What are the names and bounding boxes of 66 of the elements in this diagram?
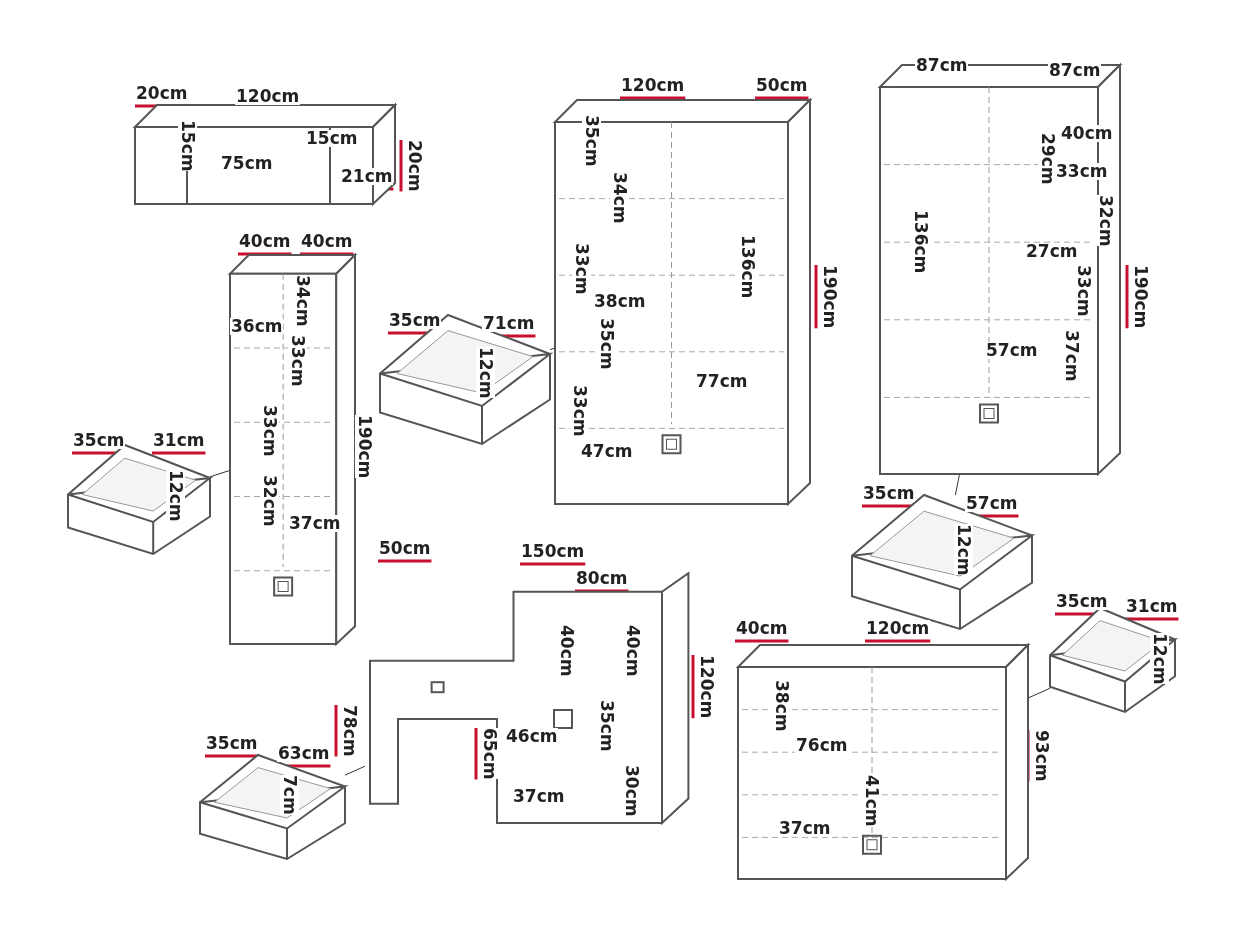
dimension-label: 35cm <box>1055 593 1109 610</box>
dimension-label: 34cm <box>610 172 629 224</box>
dimension-label: 21cm <box>340 168 394 185</box>
wardrobe-drawing <box>555 100 810 505</box>
dimension-label: 12cm <box>1150 633 1169 685</box>
dimension-label: 46cm <box>505 728 559 745</box>
dimension-label: 63cm <box>277 745 331 762</box>
dimension-label: 120cm <box>620 77 686 94</box>
dimension-label: 47cm <box>580 443 634 460</box>
dimension-label: 36cm <box>230 318 284 335</box>
dimension-label: 35cm <box>72 432 126 449</box>
dimension-label: 7cm <box>280 775 299 815</box>
dimension-label: 12cm <box>476 347 495 399</box>
dimension-label: 50cm <box>755 77 809 94</box>
dimension-label: 12cm <box>166 470 185 522</box>
dimension-label: 40cm <box>238 233 292 250</box>
dimension-label: 27cm <box>1025 243 1079 260</box>
dimension-label: 15cm <box>178 120 197 172</box>
dimension-label: 31cm <box>152 432 206 449</box>
leader-line <box>954 474 960 496</box>
dimension-label: 120cm <box>235 88 301 105</box>
chest-of-drawers-drawing <box>738 645 1028 880</box>
dimension-label: 35cm <box>582 115 601 167</box>
dimension-label: 40cm <box>300 233 354 250</box>
dimension-label: 12cm <box>954 524 973 576</box>
dimension-label: 75cm <box>220 155 274 172</box>
dimension-label: 77cm <box>695 373 749 390</box>
dimension-label: 35cm <box>862 485 916 502</box>
dimension-label: 35cm <box>205 735 259 752</box>
dimension-label: 33cm <box>1055 163 1109 180</box>
dimension-label: 87cm <box>915 57 969 74</box>
dimension-label: 31cm <box>1125 598 1179 615</box>
dimension-label: 35cm <box>388 312 442 329</box>
dimension-label: 57cm <box>965 495 1019 512</box>
dimension-label: 40cm <box>735 620 789 637</box>
dimension-label: 20cm <box>135 85 189 102</box>
dimension-label: 29cm <box>1038 133 1057 185</box>
dimension-label: 190cm <box>355 415 374 479</box>
dimension-label: 32cm <box>1096 195 1115 247</box>
dimension-label: 33cm <box>570 385 589 437</box>
dimension-label: 38cm <box>593 293 647 310</box>
dimension-label: 33cm <box>572 243 591 295</box>
dimension-label: 120cm <box>865 620 931 637</box>
dimension-label: 71cm <box>482 315 536 332</box>
dimension-label: 37cm <box>288 515 342 532</box>
wall-shelf-drawing <box>135 105 395 205</box>
dimension-label: 37cm <box>512 788 566 805</box>
leader-line <box>209 469 231 478</box>
leader-line <box>549 347 556 351</box>
dimension-label: 136cm <box>738 235 757 299</box>
leader-line <box>344 765 366 776</box>
dimension-label: 57cm <box>985 342 1039 359</box>
dimension-label: 37cm <box>778 820 832 837</box>
dimension-label: 50cm <box>378 540 432 557</box>
dimension-label: 33cm <box>288 335 307 387</box>
dimension-label: 150cm <box>520 543 586 560</box>
dimension-label: 41cm <box>862 775 881 827</box>
dimension-label: 40cm <box>1060 125 1114 142</box>
bookcase-drawing <box>230 255 355 645</box>
dimension-label: 136cm <box>911 210 930 274</box>
dimension-label: 87cm <box>1048 62 1102 79</box>
dimension-label: 80cm <box>575 570 629 587</box>
dimension-label: 15cm <box>305 130 359 147</box>
dimension-label: 38cm <box>772 680 791 732</box>
dimension-label: 76cm <box>795 737 849 754</box>
dimension-label: 35cm <box>597 318 616 370</box>
